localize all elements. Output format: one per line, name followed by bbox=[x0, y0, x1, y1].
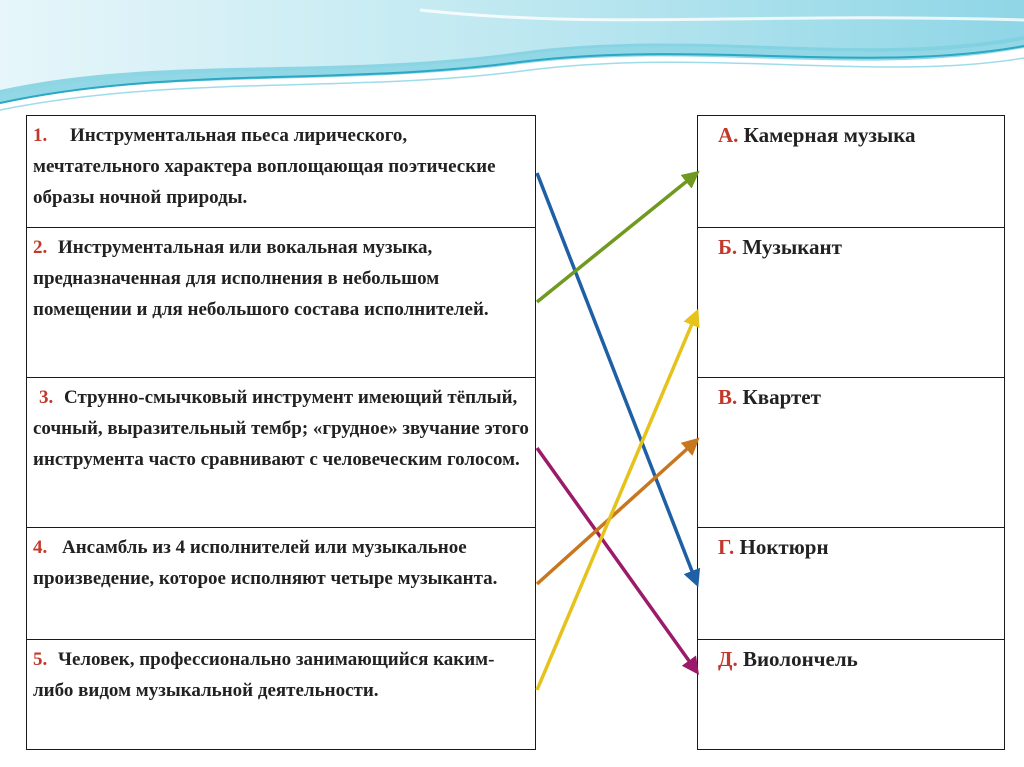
definition-row-5: 5. Человек, профессионально занимающийся… bbox=[26, 640, 536, 750]
definition-number: 5. bbox=[33, 649, 48, 670]
term-letter: Б. bbox=[718, 235, 738, 259]
term-letter: Г. bbox=[718, 535, 735, 559]
term-row-b: Б. Музыкант bbox=[697, 228, 1005, 378]
term-letter: В. bbox=[718, 385, 738, 409]
definition-number: 1. bbox=[33, 125, 48, 146]
arrow-5-to-Б bbox=[535, 308, 700, 691]
definition-row-3: 3. Струнно-смычковый инструмент имеющий … bbox=[26, 378, 536, 528]
definition-number: 2. bbox=[33, 237, 48, 258]
definition-text: Инструментальная или вокальная музыка, п… bbox=[33, 237, 489, 320]
term-text: Ноктюрн bbox=[739, 535, 829, 559]
definition-row-1: 1. Инструментальная пьеса лирического, м… bbox=[26, 115, 536, 228]
arrow-1-to-Г bbox=[535, 172, 701, 588]
wave-line-thin bbox=[419, 8, 1024, 22]
term-letter: Д. bbox=[718, 647, 738, 671]
definition-number: 4. bbox=[33, 537, 48, 558]
definition-number: 3. bbox=[39, 387, 54, 408]
definition-text: Ансамбль из 4 исполнителей или музыкальн… bbox=[33, 537, 498, 589]
wave-band-mid bbox=[0, 36, 1024, 104]
definition-row-4: 4. Ансамбль из 4 исполнителей или музыка… bbox=[26, 528, 536, 640]
definition-text: Инструментальная пьеса лирического, мечт… bbox=[33, 125, 496, 208]
term-row-v: В. Квартет bbox=[697, 378, 1005, 528]
term-row-g: Г. Ноктюрн bbox=[697, 528, 1005, 640]
definition-row-2: 2. Инструментальная или вокальная музыка… bbox=[26, 228, 536, 378]
term-text: Музыкант bbox=[742, 235, 842, 259]
arrow-4-to-В bbox=[535, 437, 700, 586]
decorative-wave-header bbox=[0, 0, 1024, 111]
term-row-d: Д. Виолончель bbox=[697, 640, 1005, 750]
definition-text: Струнно-смычковый инструмент имеющий тёп… bbox=[33, 387, 529, 470]
arrow-3-to-Д bbox=[535, 446, 700, 675]
arrow-2-to-А bbox=[535, 170, 700, 304]
definition-text: Человек, профессионально занимающийся ка… bbox=[33, 649, 495, 701]
wave-line-dark bbox=[0, 45, 1024, 104]
definitions-column: 1. Инструментальная пьеса лирического, м… bbox=[26, 115, 536, 750]
term-text: Виолончель bbox=[742, 647, 858, 671]
term-text: Квартет bbox=[742, 385, 821, 409]
terms-column: А. Камерная музыка Б. Музыкант В. Кварте… bbox=[697, 115, 1005, 750]
wave-line-light bbox=[0, 57, 1024, 111]
term-row-a: А. Камерная музыка bbox=[697, 115, 1005, 228]
term-text: Камерная музыка bbox=[743, 123, 916, 147]
term-letter: А. bbox=[718, 123, 739, 147]
